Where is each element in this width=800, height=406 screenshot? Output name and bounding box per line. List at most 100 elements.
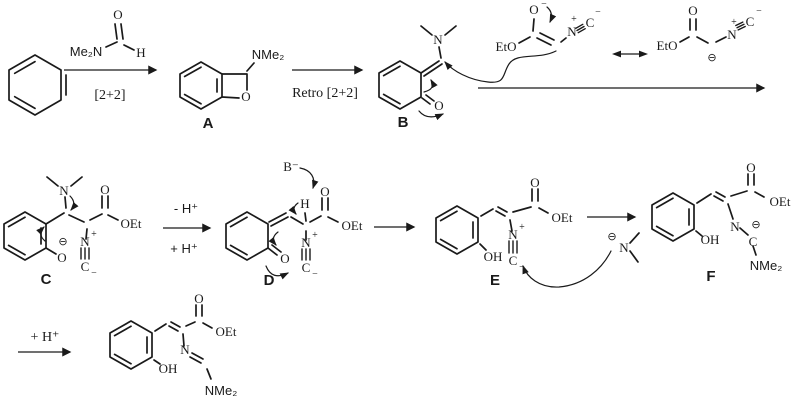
carbanion-n-plus: +	[731, 17, 737, 28]
a-double-bonds	[183, 66, 218, 105]
product-nme2-label: NMe₂	[205, 383, 238, 398]
f-ester-co-double-bond	[747, 173, 755, 186]
d-curved-arrow-ring	[268, 231, 279, 246]
product-ester-co-double-bond	[195, 304, 203, 317]
d-curved-arrow-oxygen	[265, 265, 289, 280]
product-structure: O OEt OH N NMe₂	[109, 291, 238, 398]
d-base-label: B⁻	[283, 159, 299, 174]
reaction-arrow-cd: - H⁺ + H⁺	[163, 201, 212, 256]
f-n-label: N	[730, 219, 740, 234]
compound-d-tag: D	[264, 272, 275, 289]
compound-b-tag: B	[398, 114, 409, 131]
product-ester-o-label: O	[194, 291, 203, 306]
f-vinyl-double-bond	[713, 191, 726, 202]
b-carbonyl-double-bond	[421, 94, 435, 105]
b-diene-double-bonds	[382, 65, 401, 105]
b-n-bonds	[420, 25, 457, 59]
d-curved-arrow-ch	[288, 202, 299, 215]
attack-curved-arrow-enolate-to-b	[444, 50, 557, 83]
b-curved-arrow-ring	[423, 79, 438, 93]
enolate-cc-double-bond	[536, 32, 555, 46]
f-nme2-label: NMe₂	[750, 258, 783, 273]
c-phenolate-charge: ⊖	[58, 235, 67, 248]
c-skeleton-bonds	[45, 176, 119, 255]
e-ring-double-bonds	[439, 210, 474, 250]
b-ring	[378, 60, 422, 110]
a-nme2-label: NMe₂	[252, 47, 285, 62]
carbanion-nc-triple-bond	[735, 21, 746, 31]
arrow-final-label: + H⁺	[31, 330, 60, 345]
compound-b-structure: N O B	[378, 25, 457, 131]
amide-methyl-bonds	[629, 232, 640, 263]
b-exocyclic-double-bond	[420, 60, 443, 77]
amide-n-label: N	[619, 240, 629, 255]
d-diene-double-bonds	[229, 216, 248, 256]
d-h-label: H	[300, 196, 309, 211]
e-iso-n-label: N	[508, 227, 518, 242]
c-iso-n-plus: +	[91, 229, 97, 240]
c-phenolate-o-label: O	[57, 250, 66, 265]
dimethylamide-anion-structure: ⊖ N	[522, 230, 640, 288]
compound-e-structure: O OEt OH N + C − E	[435, 175, 573, 289]
f-c-label: C	[749, 234, 758, 249]
f-oh-label: OH	[701, 232, 720, 247]
benzyne-double-bonds	[13, 60, 36, 110]
compound-f-structure: O OEt OH N ⊖ C NMe₂ F	[651, 160, 791, 285]
c-iso-c-label: C	[81, 259, 90, 274]
reaction-arrow-final: + H⁺	[18, 330, 72, 357]
enolate-c-minus: −	[595, 7, 601, 18]
d-ring-carbonyl-double-bond	[267, 244, 282, 256]
b-o-label: O	[434, 98, 443, 113]
compound-d-structure: B⁻ H O OEt O N + C − D	[225, 159, 363, 289]
arrow-cd-bottom-label: + H⁺	[170, 241, 197, 256]
d-iso-n-plus: +	[312, 230, 318, 241]
e-ester-o-label: O	[530, 175, 539, 190]
e-ester-co-double-bond	[531, 188, 539, 202]
e-iso-c-label: C	[509, 253, 518, 268]
enolate-o-curved-arrow	[546, 6, 557, 24]
dmf-h-label: H	[136, 45, 145, 60]
e-nc-triple-bond	[508, 240, 518, 254]
e-iso-c-minus: −	[519, 262, 525, 273]
enolate-bonds	[518, 18, 567, 44]
compound-c-tag: C	[41, 271, 52, 288]
enolate-nc-triple-bond	[575, 23, 586, 34]
dmf-o-label: O	[113, 7, 122, 22]
c-curved-arrow-ring	[36, 226, 46, 242]
b-curved-arrow-oxygen	[418, 110, 445, 121]
enolate-n-plus: +	[571, 14, 577, 25]
compound-a-structure: O NMe₂ A	[179, 47, 285, 132]
carbanion-co-double-bond	[689, 18, 697, 31]
arrow-2-label: Retro [2+2]	[292, 86, 358, 101]
f-c-charge: ⊖	[751, 218, 760, 231]
carbanion-c-label: C	[746, 14, 755, 29]
d-iso-c-minus: −	[312, 269, 318, 280]
product-amidine-double-bond	[189, 352, 204, 364]
a-benzene-ring	[179, 61, 223, 110]
resonance-arrow	[612, 50, 648, 58]
attack-curved-arrow-amide-to-e	[522, 250, 612, 288]
compound-e-tag: E	[490, 272, 500, 289]
d-skeleton-bonds	[290, 212, 339, 241]
dmf-bonds	[105, 23, 135, 51]
product-vinyl-double-bond	[168, 321, 181, 332]
d-ester-o-label: O	[320, 184, 329, 199]
isocyanoacetate-enolate-structure: EtO O − N + C −	[496, 0, 602, 54]
product-n-label: N	[180, 342, 190, 357]
reaction-arrow-2: Retro [2+2]	[292, 65, 364, 101]
product-oet-label: OEt	[216, 324, 237, 339]
c-ring	[3, 211, 47, 261]
e-iso-n-plus: +	[519, 222, 525, 233]
enolate-o-label: O	[529, 2, 538, 17]
e-oh-label: OH	[484, 249, 503, 264]
product-ring	[109, 320, 153, 370]
f-oet-label: OEt	[770, 194, 791, 209]
carbanion-eto-label: EtO	[657, 38, 678, 53]
compound-c-structure: N ⊖ O O OEt N + C − C	[3, 176, 142, 288]
carbanion-bonds	[679, 36, 727, 44]
enolate-eto-label: EtO	[496, 39, 517, 54]
amide-charge: ⊖	[607, 230, 616, 243]
dmf-structure: Me₂N O H	[70, 7, 146, 60]
product-oh-label: OH	[159, 361, 178, 376]
